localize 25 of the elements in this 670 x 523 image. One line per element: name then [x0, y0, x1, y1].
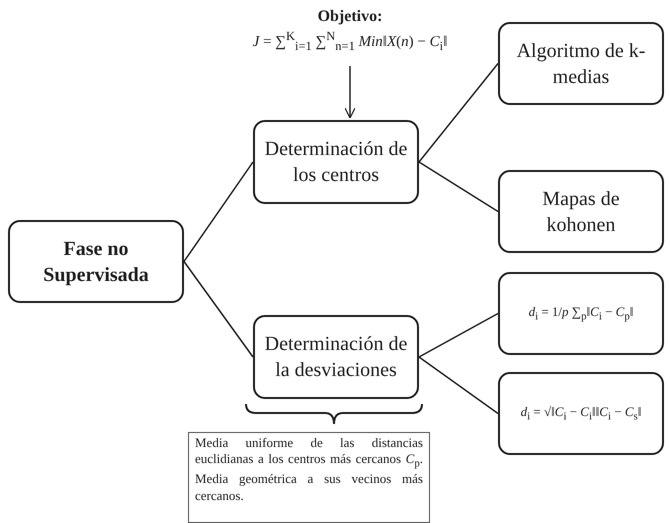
connector-line: [418, 312, 498, 358]
connector-line: [418, 161, 498, 212]
connector-line: [418, 356, 498, 414]
connector-line: [183, 162, 254, 262]
node-label: Determinación de los centros: [264, 137, 408, 188]
formula-box: [498, 272, 664, 355]
node-label: Fase no Supervisada: [42, 236, 150, 288]
node-label: Determinación de la desviaciones: [264, 332, 408, 383]
heading: Objetivo:: [318, 7, 382, 28]
arrow: [344, 66, 356, 119]
process-box: [253, 315, 419, 399]
connector-line: [418, 63, 499, 162]
note-text: Media uniforme de las distancias euclidianas a los centros más cercanos C$_{p}$. Media geométrica a sus vecinos más cercanos.: [195, 435, 423, 504]
node-label: Algoritmo de k-medias: [516, 38, 646, 90]
process-box: [253, 120, 419, 204]
formula: d$_{i}$ = √‖C$_{i}$ − C$_{i}$‖‖C$_{i}$ − C$_{s}$‖: [520, 404, 642, 424]
process-box: [498, 22, 664, 105]
connector-line: [183, 261, 254, 358]
process-box: [8, 220, 184, 303]
formula: J = ∑$^{K}$$_{i=1}$ ∑$^{N}$$_{n=1}$ Min‖X(n) − C$_{i}$‖: [252, 28, 448, 55]
formula: d$_{i}$ = 1/p ∑$_{p}$‖C$_{i}$ − C$_{p}$‖: [528, 304, 634, 324]
note-box: [188, 432, 430, 523]
process-box: [498, 170, 664, 253]
formula-box: [498, 372, 664, 455]
node-label: Mapas de kohonen: [541, 186, 621, 238]
